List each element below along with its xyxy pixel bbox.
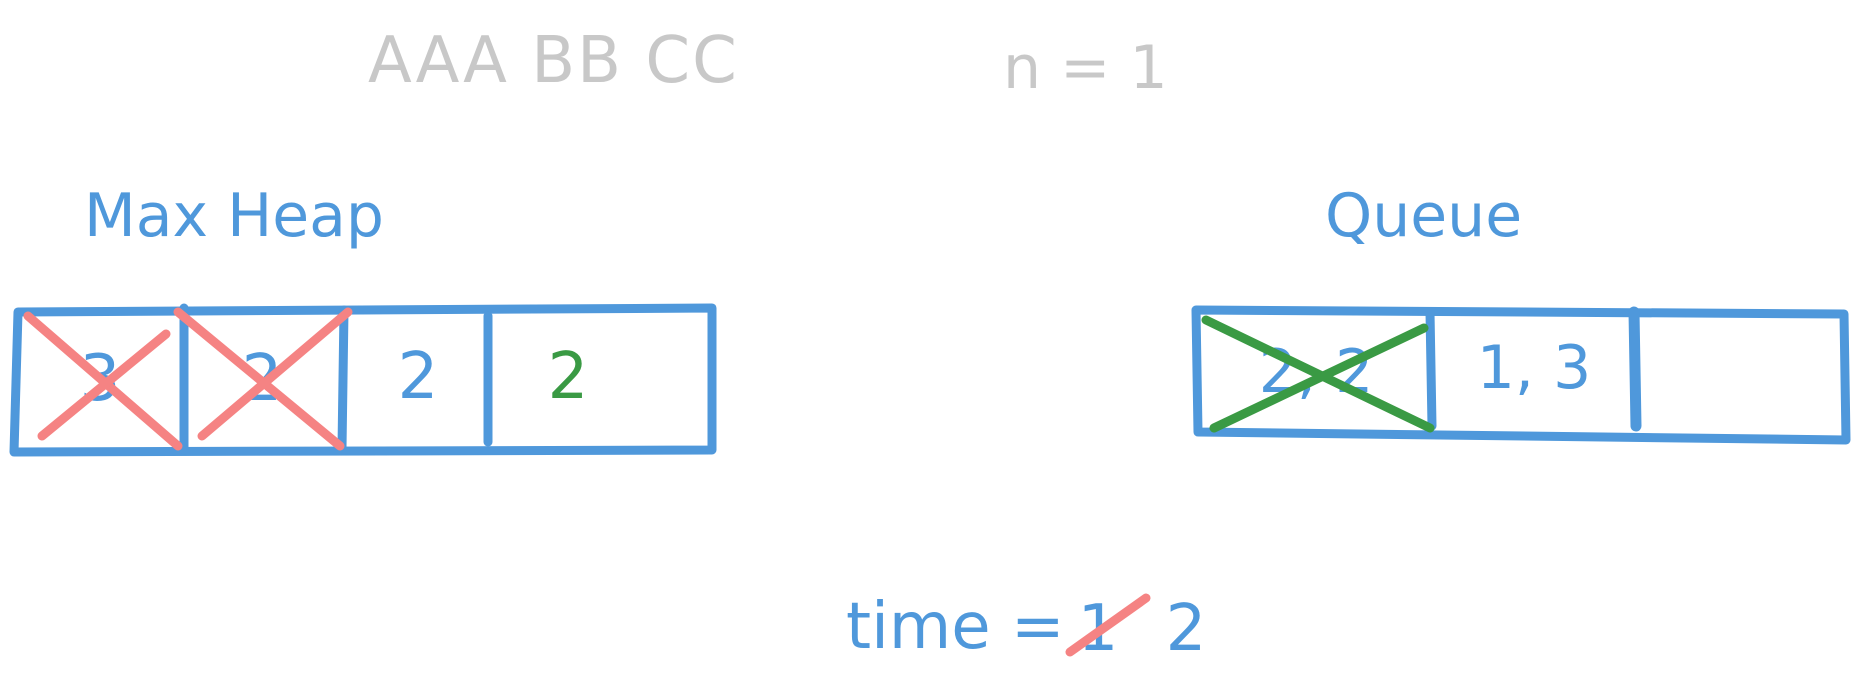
time-label: time = [846,590,1065,664]
queue-divider-2 [1628,306,1642,432]
heap-divider-2 [337,305,349,453]
queue-cell-1-cross [1201,315,1435,433]
queue-array: 2, 2 1, 3 [1191,305,1851,445]
queue-outline [1191,305,1851,445]
tasks-label: AAA BB CC [368,24,739,98]
queue-cell-2-value: 1, 3 [1477,333,1592,403]
heap-cell-4-value: 2 [548,340,589,414]
heap-cell-1-cross [23,311,183,451]
heap-cell-2-cross [173,307,353,451]
queue-divider-1 [1425,307,1437,431]
time-new-value: 2 [1166,592,1207,666]
time-expression: time = 1 2 [846,590,1206,666]
heap-array: 3 2 2 2 [9,303,717,457]
n-label: n = 1 [1003,33,1168,103]
heap-outline [9,303,717,457]
heap-cell-3-value: 2 [398,340,439,414]
time-old-value-strike [1065,593,1151,657]
heap-title: Max Heap [84,181,384,251]
queue-title: Queue [1325,181,1522,251]
